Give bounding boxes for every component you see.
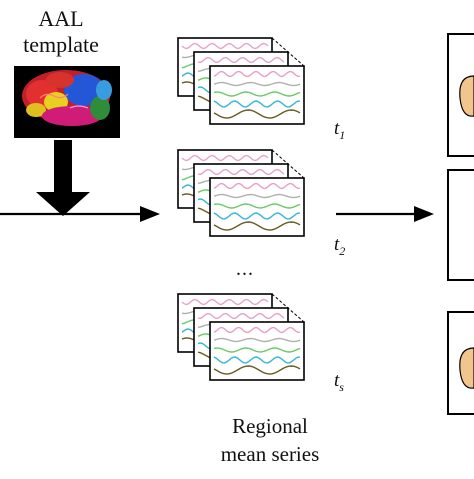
series-line	[181, 154, 269, 162]
stack-label-t2-sub: 2	[339, 243, 346, 258]
stack-label-ts: ts	[334, 370, 344, 395]
right-panel-2	[447, 169, 474, 281]
series-line	[213, 71, 300, 77]
ellipsis: ...	[236, 258, 254, 280]
series-line	[213, 100, 301, 108]
right-panel-1	[447, 33, 474, 157]
series-panel	[209, 321, 305, 381]
caption-line1: Regional	[232, 414, 308, 438]
stack-label-ts-base: t	[334, 370, 340, 391]
stack-connector	[271, 37, 305, 67]
aal-brain-image	[14, 66, 120, 138]
down-arrow	[36, 140, 90, 216]
series-line	[213, 356, 301, 364]
caption-line2: mean series	[220, 442, 320, 466]
series-line	[197, 312, 285, 320]
series-panel	[209, 177, 305, 237]
stack-label-t1-sub: 1	[339, 127, 346, 142]
series-line	[213, 212, 301, 220]
aal-label-line1: AAL	[38, 6, 84, 31]
input-arrow	[0, 206, 160, 222]
aal-label-line2: template	[23, 32, 99, 57]
series-line	[213, 327, 300, 333]
aal-template-label: AAL template	[6, 6, 116, 58]
series-panel	[209, 65, 305, 125]
series-line	[213, 347, 301, 353]
stack-connector	[271, 293, 305, 323]
series-stacks	[177, 37, 305, 381]
stack-t1	[177, 37, 305, 125]
series-line	[197, 168, 285, 176]
stack-ts	[177, 293, 305, 381]
stack-label-t1: t1	[334, 118, 345, 143]
regional-mean-series-caption: Regional mean series	[180, 412, 360, 468]
output-arrow	[336, 206, 434, 222]
series-line	[213, 193, 301, 199]
series-line	[213, 337, 301, 343]
series-line	[213, 203, 301, 209]
series-line	[213, 81, 301, 87]
right-panels	[447, 33, 474, 415]
series-line	[213, 365, 301, 375]
stack-label-ts-sub: s	[339, 379, 344, 394]
stack-connector	[271, 149, 305, 179]
stack-label-t1-base: t	[334, 118, 340, 139]
series-line	[213, 183, 300, 189]
series-line	[213, 221, 301, 231]
series-line	[197, 56, 285, 64]
series-line	[181, 42, 269, 50]
series-line	[213, 91, 301, 97]
series-line	[213, 109, 301, 119]
stack-label-t2-base: t	[334, 234, 340, 255]
series-line	[181, 298, 269, 306]
stack-label-t2: t2	[334, 234, 345, 259]
stack-t2	[177, 149, 305, 237]
right-panel-3	[447, 311, 474, 415]
